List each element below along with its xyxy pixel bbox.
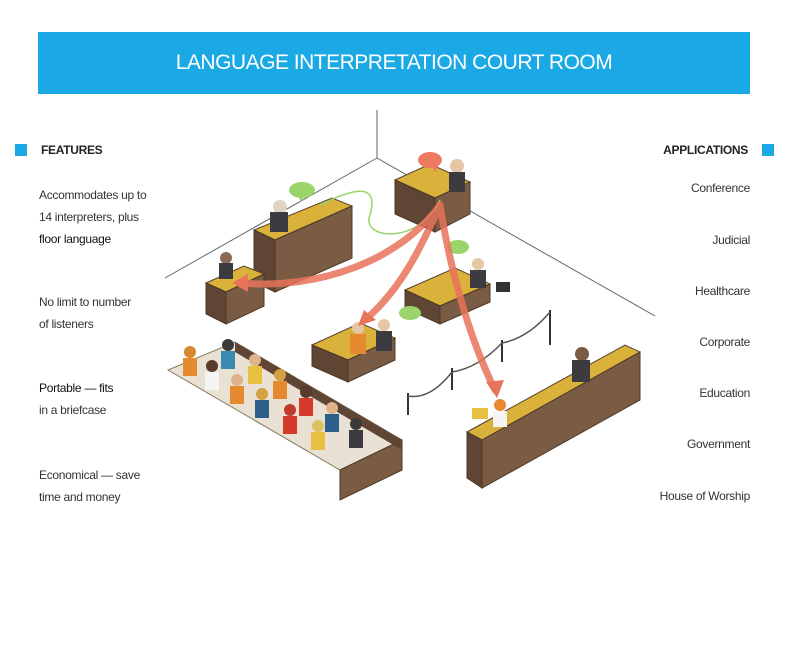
juror-icon	[222, 339, 234, 351]
feature-item-economical: Economical — save time and money	[39, 464, 169, 508]
juror-icon	[300, 386, 312, 398]
speech-bubble-icon	[418, 152, 442, 168]
jury-members	[183, 339, 363, 450]
interpreter-icon	[450, 159, 464, 173]
stanchion-rope	[407, 310, 551, 415]
applications-heading-label: APPLICATIONS	[663, 143, 748, 157]
feature-text: Accommodates up to	[39, 188, 147, 202]
judge-bench	[252, 197, 354, 293]
judge-icon	[273, 200, 287, 214]
feature-text: No limit to number	[39, 295, 131, 309]
application-item: Judicial	[712, 233, 750, 247]
feature-text: 14 interpreters, plus	[39, 210, 139, 224]
juror-icon	[256, 388, 268, 400]
feature-text: of listeners	[39, 317, 94, 331]
feature-highlight: Portable — fits	[39, 381, 114, 395]
applications-square-icon	[762, 144, 774, 156]
juror-icon	[274, 369, 286, 381]
feature-item-capacity: Accommodates up to 14 interpreters, plus…	[39, 184, 169, 250]
application-item: Conference	[690, 181, 750, 195]
banner-title: LANGUAGE INTERPRETATION COURT ROOM	[175, 51, 613, 74]
juror-icon	[350, 418, 362, 430]
attorney-icon	[378, 319, 390, 331]
feature-item-listeners: No limit to number of listeners	[39, 291, 169, 335]
feature-text: in a briefcase	[39, 403, 107, 417]
speech-bubble-icon	[399, 306, 421, 320]
feature-item-portable: Portable — fits in a briefcase	[39, 377, 169, 421]
briefcase-icon	[496, 282, 510, 292]
juror-icon	[184, 346, 196, 358]
interpreter-laptop-icon	[494, 399, 506, 411]
juror-icon	[326, 402, 338, 414]
witness-icon	[220, 252, 232, 264]
feature-text: time and money	[39, 490, 121, 504]
arrowhead-icon	[232, 274, 504, 398]
juror-icon	[231, 374, 243, 386]
feature-text: Economical — save	[39, 468, 140, 482]
application-item: Healthcare	[694, 284, 750, 298]
application-item: Government	[686, 437, 750, 451]
speech-bubble-icon	[447, 240, 469, 254]
attorney-icon	[472, 258, 484, 270]
title-banner: LANGUAGE INTERPRETATION COURT ROOM	[38, 32, 750, 94]
feature-highlight: floor language	[39, 232, 111, 246]
speech-bubble-icon	[289, 182, 315, 198]
spectator-icon	[575, 347, 589, 361]
gallery-bench	[465, 344, 642, 489]
application-item: Education	[699, 386, 750, 400]
juror-icon	[249, 354, 261, 366]
wire-connection	[319, 190, 441, 235]
features-heading: FEATURES	[15, 143, 103, 157]
features-square-icon	[15, 144, 27, 156]
features-heading-label: FEATURES	[41, 143, 103, 157]
application-item: Corporate	[699, 335, 750, 349]
juror-icon	[312, 420, 324, 432]
juror-icon	[206, 360, 218, 372]
applications-heading: APPLICATIONS	[663, 143, 774, 157]
attorney-table-left	[310, 319, 397, 383]
juror-icon	[284, 404, 296, 416]
signal-arrows	[236, 201, 499, 394]
application-item: House of Worship	[659, 489, 751, 503]
